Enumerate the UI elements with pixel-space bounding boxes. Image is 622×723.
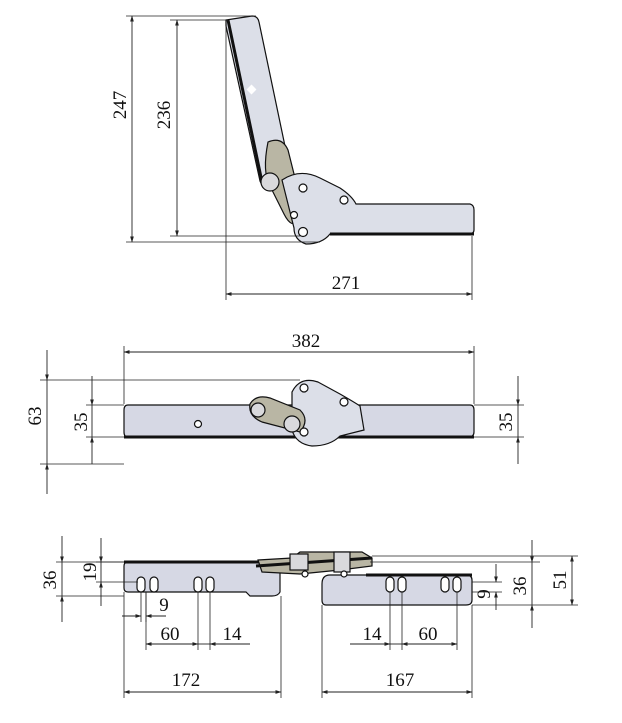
- right-slot: [385, 576, 395, 593]
- dim-overall-height: 247: [110, 91, 131, 120]
- dim-right-total-height: 51: [550, 571, 571, 590]
- folded-bracket: [291, 379, 365, 447]
- folded-pin: [283, 415, 301, 433]
- hinge-hole: [289, 210, 299, 220]
- dim-panel-height-left: 35: [71, 413, 92, 432]
- bracket-hole: [299, 383, 309, 393]
- hinge-screw: [301, 570, 309, 578]
- dim-left-plate-length: 172: [172, 670, 201, 691]
- right-slot: [397, 576, 407, 593]
- side-view: 247 236 271: [110, 15, 475, 300]
- dim-max-height: 63: [25, 407, 46, 426]
- dim-left-slot-spacing: 60: [161, 624, 180, 645]
- panel-hole: [193, 419, 203, 429]
- left-slot: [149, 576, 159, 593]
- hinge-bracket: [281, 172, 475, 245]
- dim-right-slot-width: 14: [363, 624, 383, 645]
- bracket-hole: [299, 427, 309, 437]
- right-slot: [452, 576, 462, 593]
- hinge-arm: [255, 556, 373, 568]
- pivot-pin: [260, 172, 280, 192]
- dim-right-plate-length: 167: [386, 670, 415, 691]
- folded-view: 382 63 35 35: [25, 331, 524, 494]
- left-slot: [205, 576, 215, 593]
- folded-pin: [250, 402, 266, 418]
- dim-right-height: 36: [510, 577, 531, 596]
- dim-panel-height-right: 35: [496, 413, 517, 432]
- dim-back-height: 236: [154, 101, 175, 130]
- dim-right-slot-spacing: 60: [419, 624, 438, 645]
- backrest-front-edge: [226, 19, 264, 183]
- right-slot: [440, 576, 450, 593]
- dim-seat-depth: 271: [332, 273, 361, 294]
- left-slot: [193, 576, 203, 593]
- mounting-view: 36 19 9 60 14 172 14: [40, 536, 578, 698]
- bracket-hole: [339, 397, 349, 407]
- hinge-hole: [297, 226, 309, 238]
- backrest-marker: [246, 84, 257, 95]
- hinge-screw: [340, 570, 348, 578]
- left-slot: [136, 576, 146, 593]
- dim-left-hole-gap: 9: [159, 595, 169, 616]
- right-mounting-plate: [321, 574, 473, 606]
- hinge-hole: [298, 183, 308, 193]
- dim-left-slot-width: 14: [223, 624, 243, 645]
- hinge-block: [289, 553, 309, 571]
- dim-right-hole-gap: 9: [474, 589, 495, 599]
- hinge-hole: [339, 195, 349, 205]
- hinge-block: [333, 551, 351, 573]
- dim-overall-length: 382: [292, 331, 321, 352]
- dim-left-height: 36: [40, 571, 61, 590]
- dim-left-offset: 19: [80, 563, 101, 582]
